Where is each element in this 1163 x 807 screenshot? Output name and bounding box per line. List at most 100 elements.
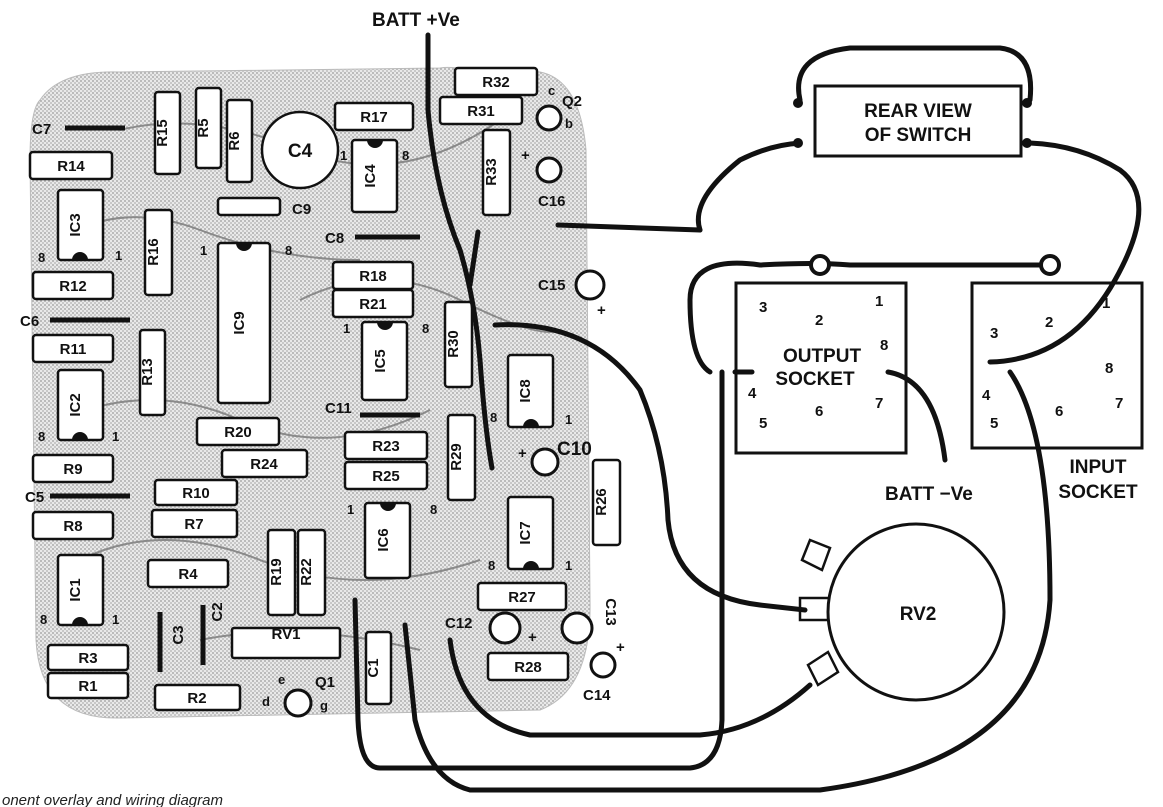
svg-text:IC3: IC3 xyxy=(67,213,84,236)
svg-text:b: b xyxy=(565,116,573,131)
svg-text:8: 8 xyxy=(285,243,292,258)
resistor-r24: R24 xyxy=(220,448,309,479)
resistor-r27: R27 xyxy=(476,581,568,612)
svg-text:R28: R28 xyxy=(514,659,542,676)
ic6: IC6 1 8 xyxy=(347,501,437,580)
potentiometer-rv2: RV2 xyxy=(798,522,1006,702)
svg-text:C10: C10 xyxy=(557,439,592,460)
svg-text:5: 5 xyxy=(990,415,998,432)
svg-text:8: 8 xyxy=(430,502,437,517)
capacitor-c16: C16 xyxy=(535,156,566,210)
capacitor-c9: C9 xyxy=(216,196,311,218)
capacitor-c13: C13 xyxy=(560,598,619,645)
svg-text:8: 8 xyxy=(490,410,497,425)
output-socket: OUTPUT SOCKET 3 2 1 8 4 5 6 7 xyxy=(734,281,908,455)
svg-text:6: 6 xyxy=(1055,403,1063,420)
svg-text:+: + xyxy=(616,639,625,656)
svg-text:3: 3 xyxy=(759,299,767,316)
resistor-r26: R26 xyxy=(591,458,622,547)
ic7: IC7 8 1 xyxy=(488,495,572,573)
svg-text:OUTPUT: OUTPUT xyxy=(783,346,862,367)
svg-text:R7: R7 xyxy=(184,516,203,533)
svg-text:1: 1 xyxy=(343,321,350,336)
trimmer-rv1: RV1 xyxy=(230,626,342,660)
resistor-r17: R17 xyxy=(333,101,415,132)
resistor-r12: R12 xyxy=(31,270,115,301)
svg-text:1: 1 xyxy=(875,293,883,310)
svg-text:R18: R18 xyxy=(359,268,387,285)
capacitor-c10: C10 xyxy=(530,439,592,477)
capacitor-c8: C8 xyxy=(325,230,420,247)
svg-text:3: 3 xyxy=(990,325,998,342)
ic3: IC3 8 1 xyxy=(38,188,122,265)
svg-text:R31: R31 xyxy=(467,103,495,120)
transistor-q2: Q2 c b xyxy=(535,83,582,132)
svg-text:OF SWITCH: OF SWITCH xyxy=(865,125,972,146)
resistor-r33: R33 xyxy=(481,128,512,217)
capacitor-c11: C11 xyxy=(325,400,420,418)
svg-text:c: c xyxy=(548,83,555,98)
resistor-r28: R28 xyxy=(486,651,570,682)
resistor-r6: R6 xyxy=(225,98,254,184)
svg-text:C4: C4 xyxy=(288,141,313,162)
resistor-r32: R32 xyxy=(453,66,539,97)
svg-text:C9: C9 xyxy=(292,201,311,218)
capacitor-c14: C14 xyxy=(583,651,617,704)
svg-text:R14: R14 xyxy=(57,158,85,175)
resistor-r30: R30 xyxy=(443,300,474,389)
svg-text:C13: C13 xyxy=(602,598,619,626)
resistor-r8: R8 xyxy=(31,510,115,541)
svg-text:C12: C12 xyxy=(445,615,473,632)
ic2: IC2 8 1 xyxy=(38,368,119,444)
capacitor-c5: C5 xyxy=(25,489,130,506)
resistor-r4: R4 xyxy=(146,558,230,589)
svg-text:REAR VIEW: REAR VIEW xyxy=(864,101,972,122)
svg-text:1: 1 xyxy=(340,148,347,163)
wires xyxy=(352,32,1142,793)
resistor-r10: R10 xyxy=(153,478,239,507)
svg-text:R29: R29 xyxy=(448,443,465,471)
svg-text:g: g xyxy=(320,698,328,713)
svg-text:8: 8 xyxy=(422,321,429,336)
svg-text:R1: R1 xyxy=(78,678,97,695)
resistor-r31: R31 xyxy=(438,95,524,126)
svg-text:4: 4 xyxy=(982,387,991,404)
capacitor-c12: C12 xyxy=(445,611,522,645)
svg-text:1: 1 xyxy=(115,248,122,263)
resistor-r21: R21 xyxy=(331,288,415,319)
svg-text:R4: R4 xyxy=(178,566,198,583)
svg-text:C15: C15 xyxy=(538,277,566,294)
resistor-r23: R23 xyxy=(343,430,429,461)
svg-text:R11: R11 xyxy=(60,341,87,358)
svg-text:4: 4 xyxy=(748,385,757,402)
svg-text:R16: R16 xyxy=(145,238,162,266)
svg-text:IC6: IC6 xyxy=(375,528,392,551)
svg-text:R9: R9 xyxy=(63,461,82,478)
svg-text:R3: R3 xyxy=(78,650,97,667)
svg-text:IC2: IC2 xyxy=(67,393,84,416)
svg-text:R19: R19 xyxy=(268,558,285,586)
svg-text:IC8: IC8 xyxy=(517,379,534,402)
svg-text:R20: R20 xyxy=(224,424,252,441)
svg-text:R2: R2 xyxy=(187,690,206,707)
svg-text:1: 1 xyxy=(112,429,119,444)
ic1: IC1 8 1 xyxy=(40,553,119,627)
svg-text:R22: R22 xyxy=(298,558,315,586)
ic8: IC8 8 1 xyxy=(490,353,572,429)
svg-text:+: + xyxy=(518,445,527,462)
input-socket: 3 2 1 8 4 5 6 7 INPUT SOCKET xyxy=(970,281,1144,503)
resistor-r1: R1 xyxy=(46,671,130,700)
svg-text:C14: C14 xyxy=(583,687,611,704)
resistor-r14: R14 xyxy=(28,150,114,181)
svg-text:R30: R30 xyxy=(445,330,462,358)
capacitor-c3: C3 xyxy=(157,612,187,672)
svg-text:R13: R13 xyxy=(139,358,156,386)
svg-text:2: 2 xyxy=(1045,314,1053,331)
svg-text:RV1: RV1 xyxy=(272,626,301,643)
resistor-r13: R13 xyxy=(138,328,167,417)
svg-text:SOCKET: SOCKET xyxy=(775,369,855,390)
svg-text:1: 1 xyxy=(112,612,119,627)
svg-text:C7: C7 xyxy=(32,121,51,138)
svg-text:IC4: IC4 xyxy=(362,164,379,188)
